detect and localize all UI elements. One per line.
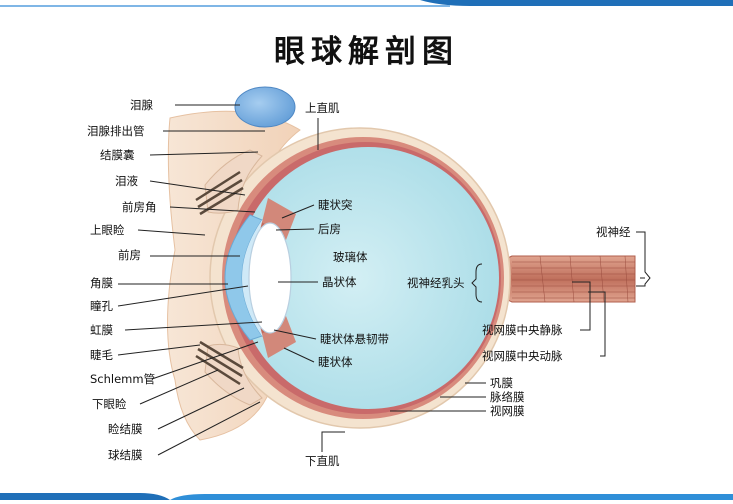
label-choroid: 脉络膜 — [490, 390, 525, 404]
right-callouts: 视神经 视网膜中央静脉 视网膜中央动脉 巩膜 脉络膜 视网膜 — [390, 225, 651, 418]
label-sclera: 巩膜 — [490, 376, 513, 390]
label-anterior-chamber-angle: 前房角 — [122, 200, 157, 214]
label-lacrimal-gland: 泪腺 — [130, 98, 153, 112]
lacrimal-gland-shape — [234, 86, 296, 128]
label-vitreous-body: 玻璃体 — [333, 250, 368, 264]
label-anterior-chamber: 前房 — [118, 248, 141, 262]
label-cornea: 角膜 — [90, 276, 113, 290]
diagram-title: 眼球解剖图 — [274, 34, 459, 70]
bottom-accent-band — [170, 494, 733, 500]
top-decorative-band — [0, 0, 733, 6]
bottom-decorative-band — [0, 493, 170, 500]
label-pupil: 瞳孔 — [90, 299, 113, 313]
label-superior-rectus: 上直肌 — [305, 101, 340, 115]
label-lacrimal-duct: 泪腺排出管 — [87, 124, 145, 138]
label-bulbar-conjunctiva: 球结膜 — [108, 448, 143, 462]
label-lower-eyelid: 下眼睑 — [92, 397, 127, 411]
label-iris: 虹膜 — [90, 323, 113, 337]
label-lens: 晶状体 — [322, 275, 357, 289]
lens-shape — [248, 222, 292, 334]
label-schlemm-canal: Schlemm管 — [90, 372, 155, 386]
label-tears: 泪液 — [115, 174, 138, 188]
left-callouts: 泪腺 泪腺排出管 结膜囊 泪液 前房角 上眼睑 前房 角膜 瞳孔 虹膜 睫毛 S… — [87, 98, 265, 462]
label-optic-disc: 视神经乳头 — [407, 276, 465, 290]
label-upper-eyelid: 上眼睑 — [90, 223, 125, 237]
label-palpebral-conjunctiva: 睑结膜 — [108, 422, 143, 436]
label-ciliary-body: 睫状体 — [318, 355, 353, 369]
label-conjunctival-sac: 结膜囊 — [100, 148, 135, 162]
label-ciliary-process: 睫状突 — [318, 198, 353, 212]
lower-eyelid-shape — [204, 343, 263, 406]
label-optic-nerve: 视神经 — [596, 225, 631, 239]
label-inferior-rectus: 下直肌 — [305, 454, 340, 468]
upper-eyelid-shape — [204, 149, 263, 214]
inner-callouts: 睫状突 后房 玻璃体 晶状体 睫状体悬韧带 睫状体 视神经乳头 — [273, 198, 483, 369]
ciliary-body-lower — [262, 316, 296, 358]
label-central-retinal-vein: 视网膜中央静脉 — [482, 323, 563, 337]
vitreous-chamber — [237, 147, 499, 409]
label-zonule: 睫状体悬韧带 — [320, 332, 389, 346]
label-posterior-chamber: 后房 — [318, 222, 341, 236]
label-eyelash: 睫毛 — [90, 348, 113, 362]
label-central-retinal-artery: 视网膜中央动脉 — [482, 349, 563, 363]
label-retina: 视网膜 — [490, 404, 525, 418]
